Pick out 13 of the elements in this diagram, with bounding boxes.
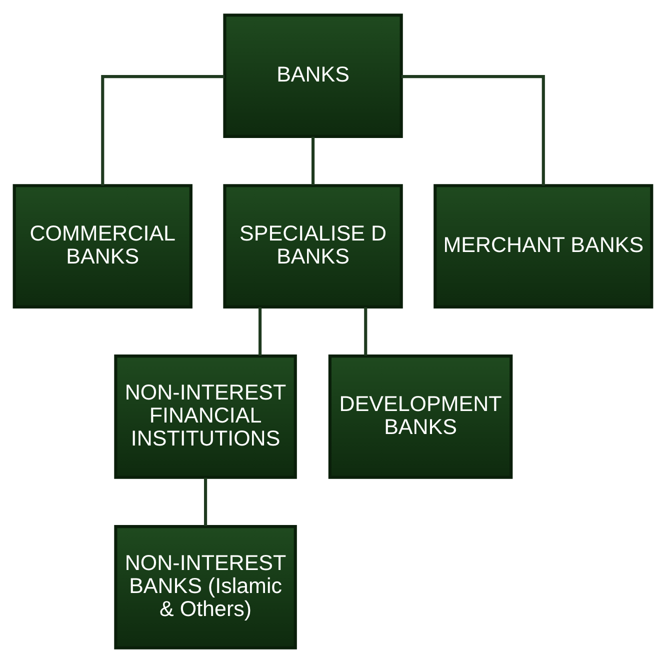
node-box: DEVELOPMENT BANKS [328, 354, 513, 479]
connector [204, 478, 208, 526]
node-box: MERCHANT BANKS [434, 184, 654, 308]
connector [401, 75, 545, 186]
node-box: NON-INTEREST FINANCIAL INSTITUTIONS [114, 354, 297, 479]
node-box: BANKS [223, 14, 403, 138]
node-box: SPECIALISE D BANKS [223, 184, 403, 308]
node-box: NON-INTEREST BANKS (Islamic & Others) [114, 525, 297, 650]
node-box: COMMERCIAL BANKS [12, 184, 192, 308]
connector [364, 307, 368, 356]
connector [312, 136, 315, 186]
connector [101, 75, 224, 186]
connector [258, 307, 262, 356]
